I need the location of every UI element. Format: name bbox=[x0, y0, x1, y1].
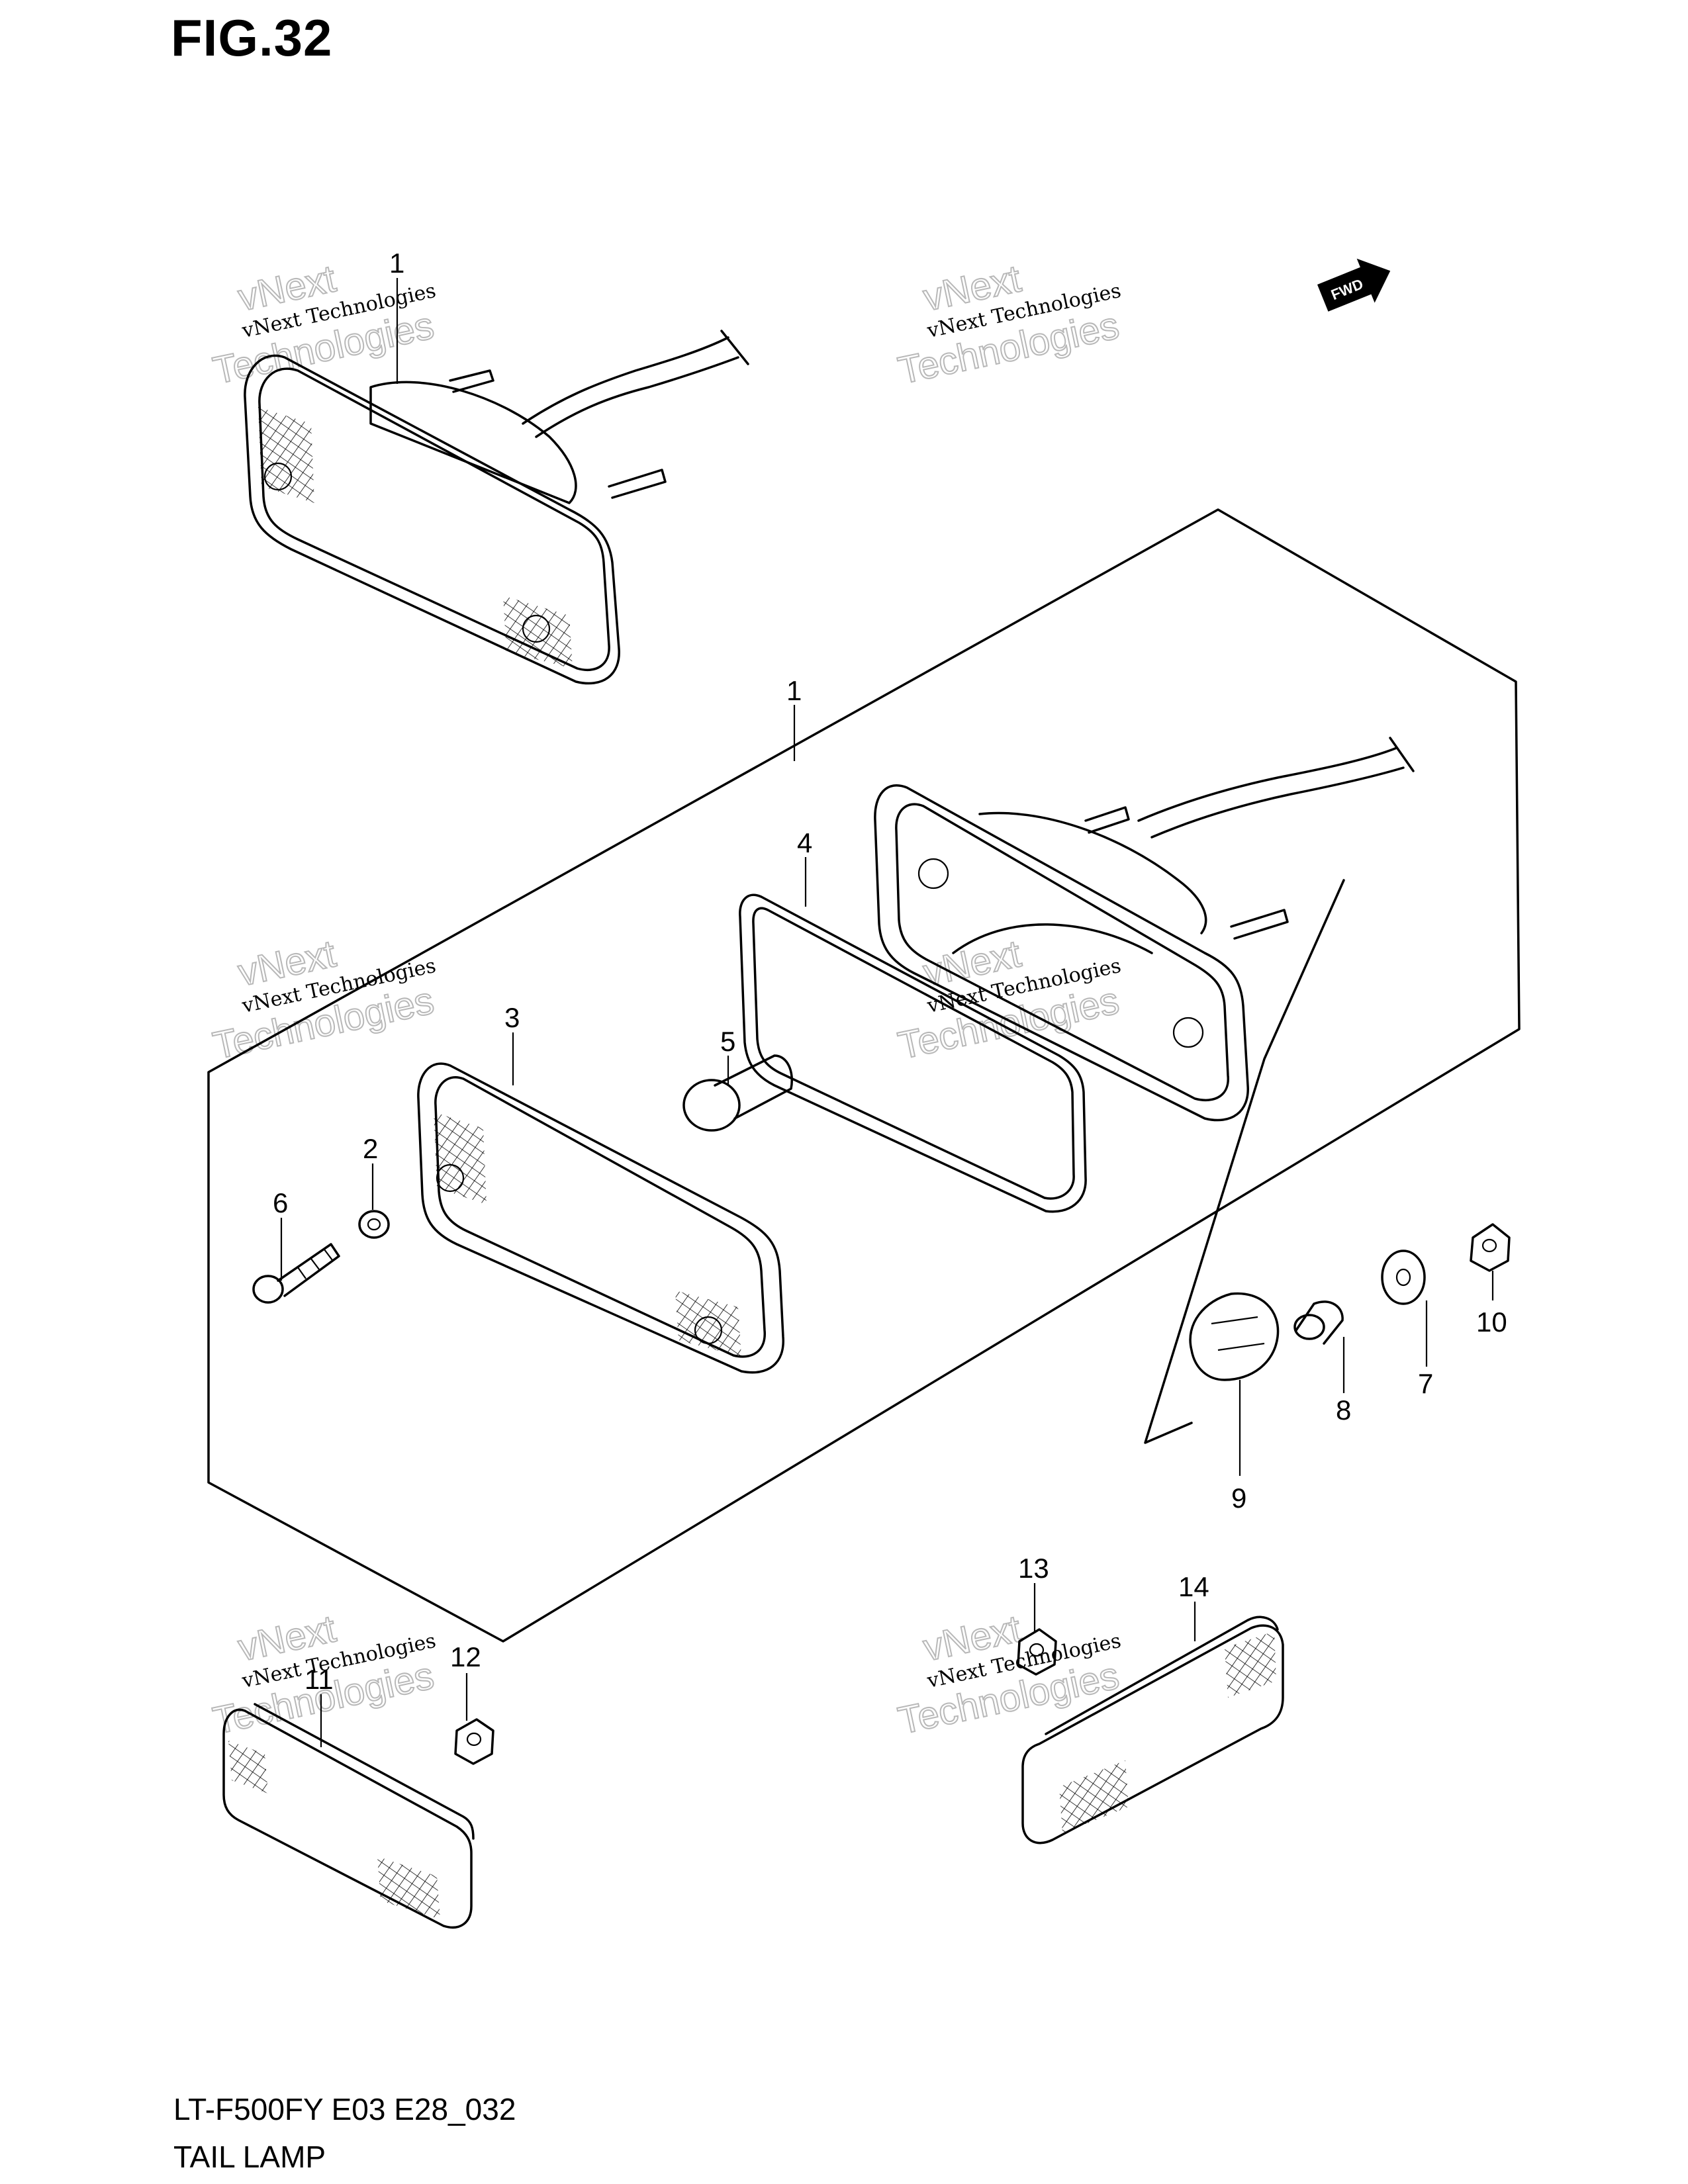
callout-7: 7 bbox=[1418, 1368, 1433, 1399]
part-3-lens bbox=[417, 1062, 784, 1374]
callout-11: 11 bbox=[305, 1664, 334, 1695]
part-1-housing bbox=[874, 737, 1415, 1122]
callout-labels: 1 1 2 3 4 5 6 7 8 9 10 11 12 13 14 bbox=[273, 248, 1507, 1695]
part-6-screw bbox=[252, 1243, 340, 1304]
figure-title: FIG.32 bbox=[171, 9, 333, 67]
callout-8: 8 bbox=[1336, 1394, 1351, 1426]
callout-13: 13 bbox=[1018, 1553, 1049, 1584]
part-9-grommet bbox=[1189, 1292, 1280, 1381]
part-5-bulb bbox=[682, 1054, 793, 1132]
callout-9: 9 bbox=[1231, 1482, 1246, 1514]
callout-10: 10 bbox=[1476, 1306, 1507, 1338]
watermark-group: vNext vNext Technologies Technologies vN… bbox=[209, 256, 1123, 1743]
watermark: vNext vNext Technologies Technologies bbox=[894, 256, 1123, 393]
callout-2: 2 bbox=[363, 1133, 378, 1164]
watermark: vNext vNext Technologies Technologies bbox=[209, 256, 438, 393]
leader-lines bbox=[280, 278, 1494, 1747]
watermark: vNext vNext Technologies Technologies bbox=[209, 931, 438, 1068]
callout-6: 6 bbox=[273, 1187, 288, 1218]
part-10-nut bbox=[1470, 1223, 1511, 1272]
part-7-washer bbox=[1381, 1250, 1426, 1305]
part-14-reflector bbox=[1021, 1615, 1284, 1844]
part-12-nut bbox=[454, 1718, 494, 1765]
part-name: TAIL LAMP bbox=[173, 2140, 326, 2174]
subassembly-guide-line bbox=[1144, 879, 1345, 1444]
part-1-tail-lamp-assembly bbox=[244, 330, 749, 685]
kit-boundary bbox=[207, 508, 1521, 1643]
callout-1-top: 1 bbox=[389, 248, 404, 279]
callout-12: 12 bbox=[450, 1641, 481, 1672]
part-2-washer bbox=[358, 1210, 390, 1239]
model-code: LT-F500FY E03 E28_032 bbox=[173, 2092, 516, 2126]
callout-1-kit: 1 bbox=[786, 675, 802, 706]
fwd-direction-marker: FWD bbox=[1317, 258, 1391, 312]
callout-4: 4 bbox=[797, 827, 812, 858]
part-4-gasket bbox=[739, 893, 1087, 1213]
callout-3: 3 bbox=[504, 1002, 520, 1033]
watermark: vNext vNext Technologies Technologies bbox=[894, 1606, 1123, 1743]
callout-5: 5 bbox=[720, 1026, 735, 1057]
callout-14: 14 bbox=[1178, 1571, 1209, 1602]
part-13-nut bbox=[1017, 1628, 1057, 1676]
part-11-reflector bbox=[222, 1703, 475, 1929]
part-8-collar bbox=[1293, 1300, 1344, 1345]
